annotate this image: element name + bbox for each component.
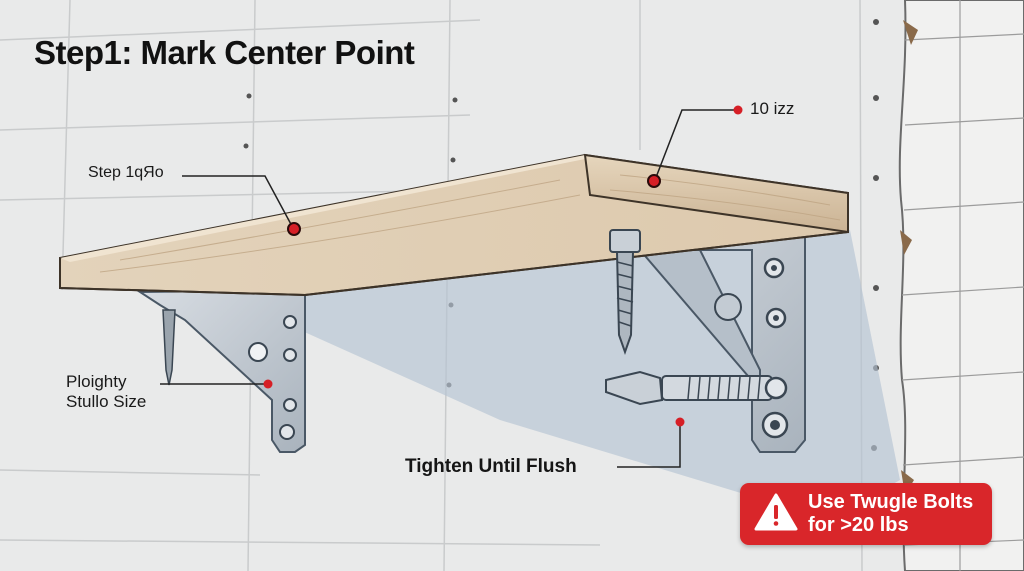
warning-line1: Use Twugle Bolts (808, 491, 974, 513)
warning-badge: Use Twugle Bolts for >20 lbs (740, 483, 992, 545)
shelf-board (59, 153, 849, 297)
toggle-bolt (605, 370, 788, 406)
shelf-shadow (300, 230, 900, 520)
tile-section (898, 0, 1024, 571)
tighten-callout-label: Tighten Until Flush (405, 456, 577, 477)
left-bracket (136, 288, 306, 453)
stud-size-callout-label: Ploighty Stullo Size (66, 372, 146, 412)
step-callout-label: Step 1qЯo (88, 164, 164, 181)
page-title: Step1: Mark Center Point (34, 34, 415, 71)
stud-label-line2: Stullo Size (66, 392, 147, 411)
center-markers (263, 105, 743, 427)
size-callout-label: 10 izz (750, 99, 795, 118)
callout-lines (160, 109, 735, 468)
warning-line2: for >20 lbs (808, 514, 909, 536)
warning-triangle-icon (754, 493, 798, 531)
warning-text: Use Twugle Bolts for >20 lbs (808, 491, 973, 537)
stud-label-line1: Ploighty (66, 372, 127, 391)
wood-screw (609, 229, 641, 356)
